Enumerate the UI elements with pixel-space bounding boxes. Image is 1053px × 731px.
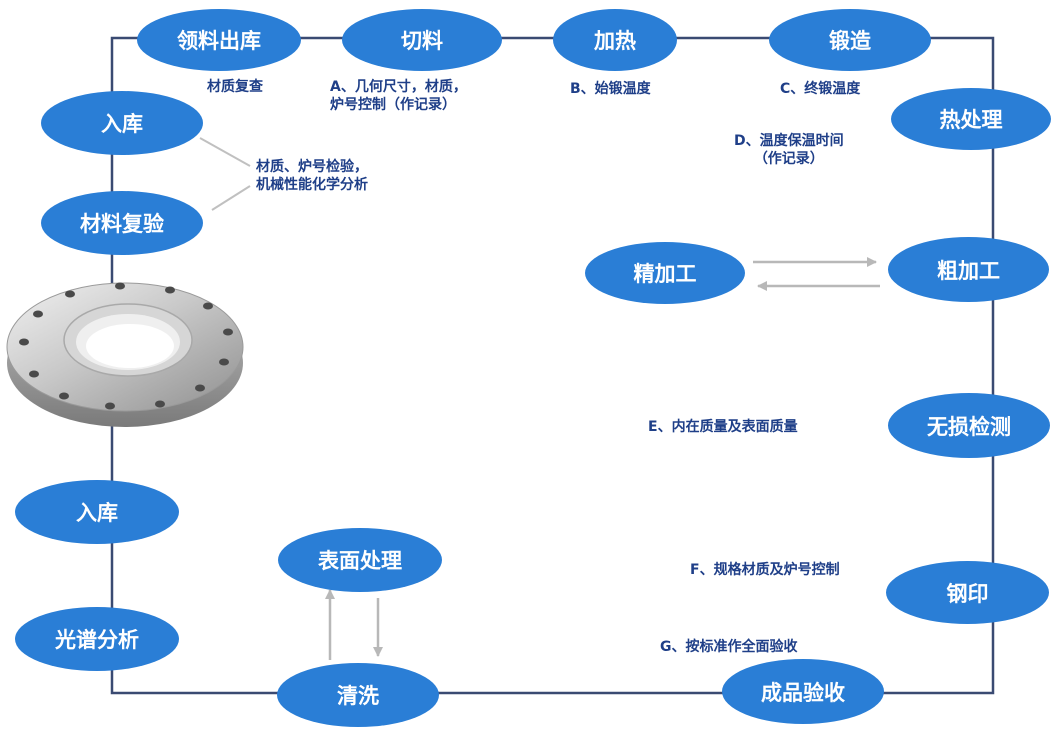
flange-image [6, 282, 244, 427]
note-b: B、始锻温度 [570, 81, 651, 97]
note-c: C、终锻温度 [780, 81, 861, 97]
note-d-line2: （作记录） [753, 151, 824, 167]
note-a-line2: 炉号控制（作记录） [330, 97, 456, 113]
process-loop [110, 36, 995, 695]
step-heating: 加热 [553, 9, 677, 71]
note-g: G、按标准作全面验收 [660, 639, 798, 655]
note-a: A、几何尺寸，材质， 炉号控制（作记录） [330, 78, 467, 114]
step-surface-treatment: 表面处理 [278, 528, 442, 592]
note-f: F、规格材质及炉号控制 [690, 562, 840, 578]
loop-line-bottom [110, 420, 995, 695]
note-d: D、温度保温时间 （作记录） [734, 132, 844, 168]
step-heat-treatment: 热处理 [891, 88, 1051, 150]
step-forging: 锻造 [769, 9, 931, 71]
note-e: E、内在质量及表面质量 [648, 419, 798, 435]
callout-line-lower [211, 185, 251, 211]
step-cleaning: 清洗 [277, 663, 439, 727]
loop-line-top [110, 36, 995, 685]
step-warehouse-in: 入库 [41, 91, 203, 155]
step-cutting: 切料 [342, 9, 502, 71]
step-final-inspection: 成品验收 [722, 659, 884, 724]
note-recheck-line2: 机械性能化学分析 [256, 177, 368, 193]
callout-line-upper [199, 137, 251, 167]
step-steel-stamp: 钢印 [886, 561, 1049, 624]
note-material-recheck: 材质、炉号检验， 机械性能化学分析 [256, 158, 368, 194]
step-finish-machining: 精加工 [585, 242, 745, 304]
step-warehouse-out: 入库 [15, 480, 179, 544]
step-rough-machining: 粗加工 [888, 237, 1049, 302]
note-a-line1: A、几何尺寸，材质， [330, 79, 467, 95]
step-spectral-analysis: 光谱分析 [15, 607, 179, 671]
step-receive-material: 领料出库 [137, 9, 301, 71]
step-material-recheck: 材料复验 [41, 191, 203, 255]
note-d-line1: D、温度保温时间 [734, 133, 844, 149]
step-ndt: 无损检测 [888, 393, 1050, 458]
callout-lines [199, 137, 251, 211]
note-recheck-line1: 材质、炉号检验， [256, 159, 368, 175]
note-material-review: 材质复查 [207, 79, 263, 95]
